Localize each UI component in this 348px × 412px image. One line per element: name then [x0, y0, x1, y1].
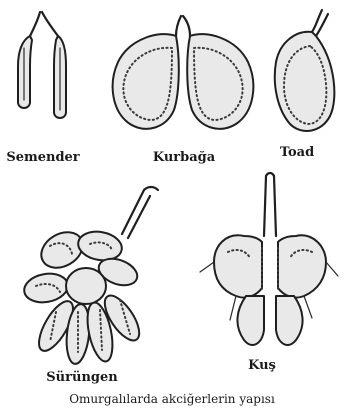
figure-caption: Omurgalılarda akciğerlerin yapısı	[69, 392, 275, 406]
toad-lung-drawing	[275, 10, 335, 131]
label-salamander: Semender	[6, 150, 79, 165]
reptile-lung-drawing	[22, 187, 158, 365]
label-reptile: Sürüngen	[46, 370, 118, 385]
label-frog: Kurbağa	[153, 150, 216, 165]
reptile-lobes	[22, 225, 146, 365]
label-bird: Kuş	[248, 358, 276, 373]
bird-lung-drawing	[200, 173, 338, 345]
label-toad: Toad	[280, 145, 314, 160]
salamander-lung-drawing	[18, 12, 66, 118]
frog-lung-drawing	[113, 16, 254, 129]
